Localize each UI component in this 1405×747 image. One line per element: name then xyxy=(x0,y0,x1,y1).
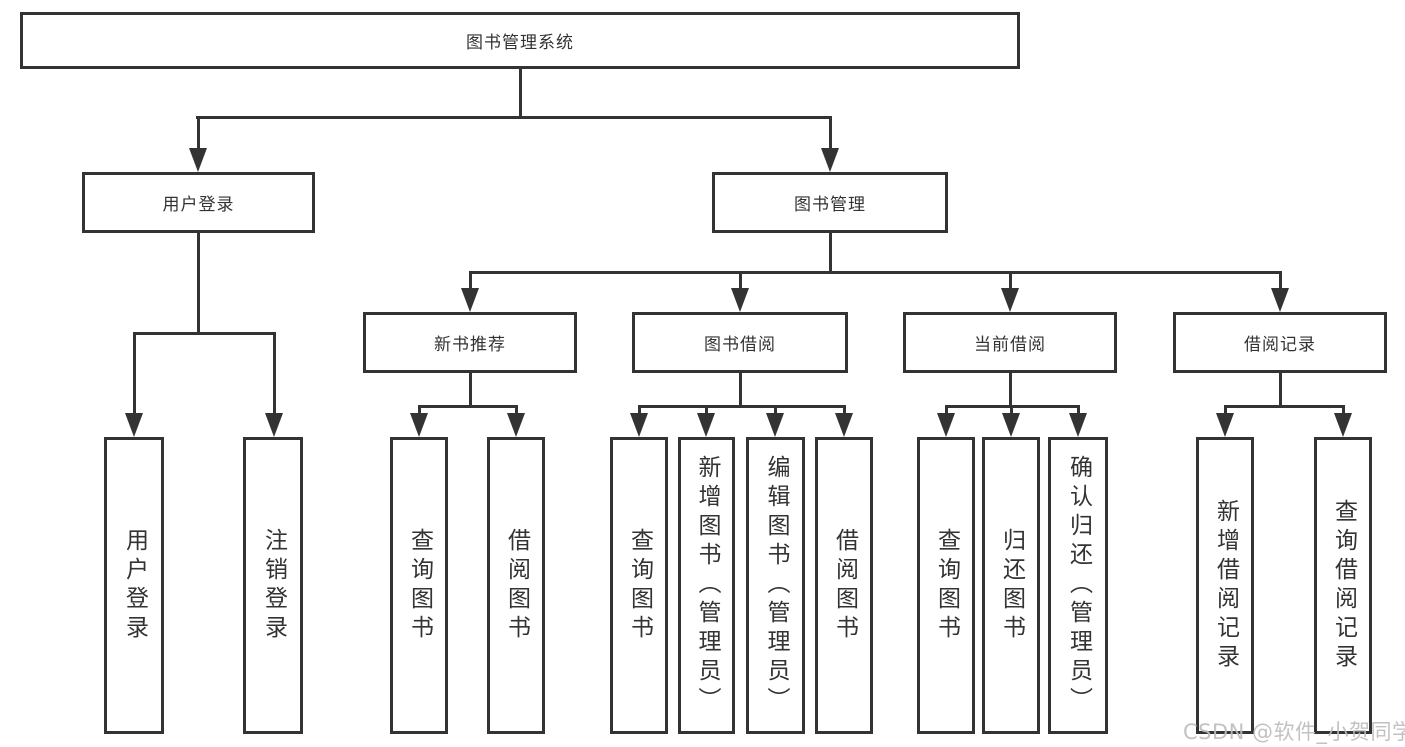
connector-line xyxy=(638,405,846,408)
arrowhead-down-icon xyxy=(731,288,749,312)
connector-line xyxy=(197,232,200,334)
connector-line xyxy=(196,116,832,119)
node-new-book-recommend-label: 新书推荐 xyxy=(434,335,506,355)
arrowhead-down-icon xyxy=(1334,413,1352,437)
arrowhead-down-icon xyxy=(410,413,428,437)
arrowhead-down-icon xyxy=(507,413,525,437)
connector-line xyxy=(1224,405,1227,416)
leaf-confirm-return-admin: 确认归还（管理员） xyxy=(1048,437,1108,734)
connector-line xyxy=(829,232,832,273)
leaf-query-books-1: 查询图书 xyxy=(390,437,448,734)
arrowhead-down-icon xyxy=(821,148,839,172)
connector-line xyxy=(273,332,276,415)
connector-line xyxy=(739,271,742,290)
connector-line xyxy=(1279,373,1282,407)
connector-line xyxy=(829,116,832,150)
leaf-borrow-books-2-label: 借阅图书 xyxy=(831,527,858,644)
connector-line xyxy=(469,271,1281,274)
connector-line xyxy=(843,405,846,416)
leaf-logout-label: 注销登录 xyxy=(260,527,287,644)
arrowhead-down-icon xyxy=(766,413,784,437)
arrowhead-down-icon xyxy=(835,413,853,437)
connector-line xyxy=(133,332,275,335)
watermark-text: CSDN @软件_小贺同学 xyxy=(1183,720,1405,744)
node-new-book-recommend: 新书推荐 xyxy=(363,312,577,373)
connector-line xyxy=(197,116,200,150)
node-user-login-label: 用户登录 xyxy=(162,195,235,215)
node-root-label: 图书管理系统 xyxy=(466,33,574,53)
arrowhead-down-icon xyxy=(630,413,648,437)
leaf-query-borrow-record: 查询借阅记录 xyxy=(1314,437,1372,734)
leaf-add-books-admin-label: 新增图书（管理员） xyxy=(694,455,720,716)
leaf-logout: 注销登录 xyxy=(243,437,303,734)
leaf-query-books-3: 查询图书 xyxy=(917,437,975,734)
connector-line xyxy=(515,405,518,416)
leaf-query-books-1-label: 查询图书 xyxy=(406,527,433,644)
node-book-management: 图书管理 xyxy=(712,172,948,233)
connector-line xyxy=(133,332,136,415)
leaf-return-books-label: 归还图书 xyxy=(998,527,1025,644)
arrowhead-down-icon xyxy=(1271,288,1289,312)
connector-line xyxy=(945,405,948,416)
leaf-return-books: 归还图书 xyxy=(982,437,1040,734)
leaf-add-books-admin: 新增图书（管理员） xyxy=(678,437,735,734)
leaf-borrow-books-1-label: 借阅图书 xyxy=(503,527,530,644)
node-book-borrow: 图书借阅 xyxy=(632,312,848,373)
connector-line xyxy=(1009,373,1012,407)
connector-line xyxy=(1224,405,1345,408)
arrowhead-down-icon xyxy=(1069,413,1087,437)
leaf-add-borrow-record-label: 新增借阅记录 xyxy=(1212,498,1239,673)
connector-line xyxy=(1010,405,1013,416)
arrowhead-down-icon xyxy=(125,413,143,437)
arrowhead-down-icon xyxy=(937,413,955,437)
connector-line xyxy=(1077,405,1080,416)
arrowhead-down-icon xyxy=(461,288,479,312)
arrowhead-down-icon xyxy=(1216,413,1234,437)
node-current-borrow: 当前借阅 xyxy=(903,312,1117,373)
node-book-management-label: 图书管理 xyxy=(794,195,866,215)
node-current-borrow-label: 当前借阅 xyxy=(974,335,1046,355)
node-borrow-records: 借阅记录 xyxy=(1173,312,1387,373)
leaf-borrow-books-1: 借阅图书 xyxy=(487,437,545,734)
leaf-edit-books-admin: 编辑图书（管理员） xyxy=(746,437,805,734)
leaf-add-borrow-record: 新增借阅记录 xyxy=(1196,437,1254,734)
leaf-query-books-2: 查询图书 xyxy=(610,437,668,734)
arrowhead-down-icon xyxy=(189,148,207,172)
leaf-query-borrow-record-label: 查询借阅记录 xyxy=(1330,498,1357,673)
arrowhead-down-icon xyxy=(697,413,715,437)
node-root: 图书管理系统 xyxy=(20,12,1020,69)
connector-line xyxy=(418,405,421,416)
connector-line xyxy=(1342,405,1345,416)
connector-line xyxy=(418,405,518,408)
arrowhead-down-icon xyxy=(1002,413,1020,437)
connector-line xyxy=(519,68,522,119)
arrowhead-down-icon xyxy=(1001,288,1019,312)
leaf-query-books-2-label: 查询图书 xyxy=(626,527,653,644)
connector-line xyxy=(1279,271,1282,290)
connector-line xyxy=(1009,271,1012,290)
connector-line xyxy=(705,405,708,416)
leaf-query-books-3-label: 查询图书 xyxy=(933,527,960,644)
leaf-user-login-label: 用户登录 xyxy=(121,527,148,644)
node-borrow-records-label: 借阅记录 xyxy=(1244,335,1316,355)
leaf-confirm-return-admin-label: 确认归还（管理员） xyxy=(1065,455,1092,716)
connector-line xyxy=(469,271,472,290)
node-book-borrow-label: 图书借阅 xyxy=(704,335,776,355)
connector-line xyxy=(638,405,641,416)
arrowhead-down-icon xyxy=(265,413,283,437)
connector-line xyxy=(774,405,777,416)
node-user-login: 用户登录 xyxy=(82,172,315,233)
leaf-edit-books-admin-label: 编辑图书（管理员） xyxy=(763,455,789,716)
connector-line xyxy=(739,373,742,407)
connector-line xyxy=(469,373,472,407)
leaf-borrow-books-2: 借阅图书 xyxy=(815,437,873,734)
leaf-user-login: 用户登录 xyxy=(104,437,164,734)
